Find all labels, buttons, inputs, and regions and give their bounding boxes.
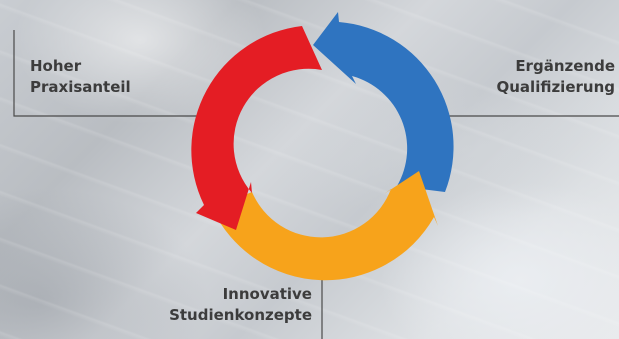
label-praxisanteil-line1: Hoher: [30, 57, 82, 75]
arrow-red-praxis: [191, 26, 322, 230]
label-qualifizierung-line2: Qualifizierung: [496, 78, 616, 96]
label-qualifizierung: Ergänzende Qualifizierung: [497, 56, 616, 98]
label-praxisanteil: Hoher Praxisanteil: [30, 56, 131, 98]
label-praxisanteil-line2: Praxisanteil: [30, 78, 131, 96]
arrow-orange-studienkonzepte: [212, 171, 438, 281]
arrow-blue-qualifizierung: [313, 12, 454, 192]
label-qualifizierung-line1: Ergänzende: [515, 57, 615, 75]
label-studienkonzepte-line1: Innovative: [222, 285, 312, 303]
label-studienkonzepte-line2: Studienkonzepte: [169, 306, 312, 324]
label-studienkonzepte: Innovative Studienkonzepte: [130, 284, 312, 326]
leader-line-praxis: [13, 30, 218, 117]
